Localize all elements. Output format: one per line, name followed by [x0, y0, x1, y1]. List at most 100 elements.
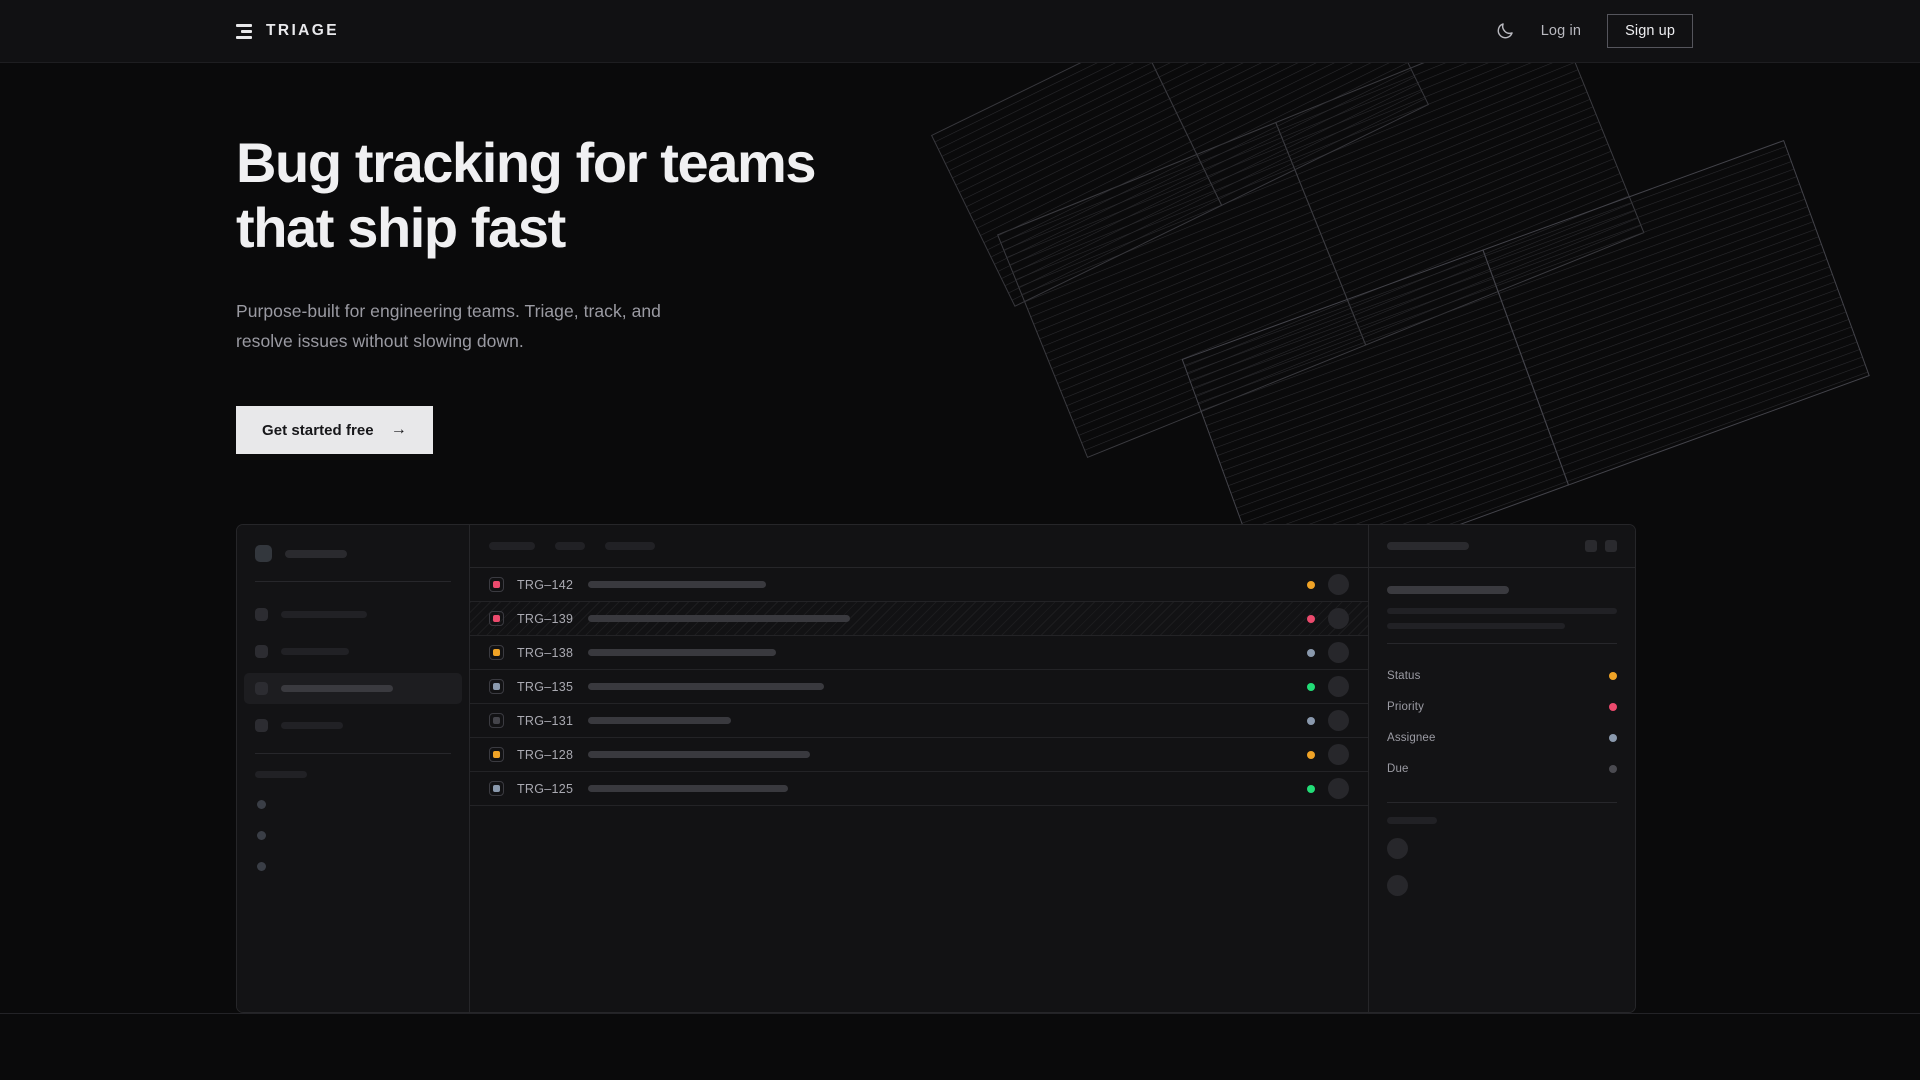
status-badge[interactable] — [1307, 580, 1315, 589]
moon-icon[interactable] — [1495, 21, 1515, 41]
mock-sidebar-item-icon — [255, 608, 268, 621]
avatar[interactable] — [1328, 744, 1349, 765]
issue-title-skeleton — [588, 717, 731, 724]
mock-detail-action-button-0[interactable] — [1585, 540, 1597, 552]
status-badge[interactable] — [1307, 750, 1315, 759]
mock-sidebar-nav — [244, 599, 462, 741]
avatar[interactable] — [1328, 676, 1349, 697]
priority-indicator[interactable] — [489, 645, 504, 660]
mock-detail-footer-avatars — [1387, 838, 1617, 896]
mock-detail-divider-1 — [1387, 643, 1617, 644]
issue-title-skeleton — [588, 649, 776, 656]
triage-logo-icon — [236, 23, 252, 39]
avatar[interactable] — [1328, 608, 1349, 629]
avatar[interactable] — [1328, 710, 1349, 731]
mock-detail-text-skeletons — [1387, 608, 1617, 629]
detail-meta-row[interactable]: Assignee — [1387, 722, 1617, 753]
priority-indicator[interactable] — [489, 747, 504, 762]
detail-meta-row[interactable]: Status — [1387, 660, 1617, 691]
priority-indicator[interactable] — [489, 679, 504, 694]
priority-indicator[interactable] — [489, 713, 504, 728]
status-badge[interactable] — [1307, 614, 1315, 623]
mock-sidebar-item-icon — [255, 682, 268, 695]
mock-sidebar-brand[interactable] — [255, 545, 451, 562]
mock-sidebar-item-label — [281, 611, 367, 618]
mock-sidebar-item-1[interactable] — [244, 636, 462, 667]
arrow-right-icon: → — [390, 421, 407, 439]
mock-toolbar-control-0[interactable] — [489, 542, 535, 550]
detail-meta-row[interactable]: Priority — [1387, 691, 1617, 722]
priority-indicator[interactable] — [489, 781, 504, 796]
issue-id: TRG–138 — [517, 645, 574, 660]
brand-name: TRIAGE — [266, 22, 339, 39]
avatar[interactable] — [1328, 778, 1349, 799]
table-row[interactable]: TRG–142 — [470, 568, 1368, 602]
row-meta — [1307, 778, 1368, 799]
detail-meta-row[interactable]: Due — [1387, 753, 1617, 784]
issue-id: TRG–128 — [517, 747, 574, 762]
mock-sidebar-sublist — [255, 800, 451, 871]
detail-meta-value-dot — [1609, 764, 1617, 773]
signup-button[interactable]: Sign up — [1607, 14, 1693, 48]
mock-detail-title-skeleton — [1387, 542, 1469, 550]
status-badge[interactable] — [1307, 716, 1315, 725]
issue-id: TRG–142 — [517, 577, 574, 592]
brand-logo[interactable]: TRIAGE — [236, 22, 339, 40]
table-row[interactable]: TRG–128 — [470, 738, 1368, 772]
hero-subtitle-line-1: Purpose-built for engineering teams. Tri… — [236, 300, 661, 321]
table-row[interactable]: TRG–139 — [470, 602, 1368, 636]
mock-detail-text-line-0 — [1387, 608, 1617, 614]
issue-id: TRG–135 — [517, 679, 574, 694]
page-title: Bug tracking for teams that ship fast — [236, 131, 956, 261]
mock-toolbar-control-1[interactable] — [555, 542, 585, 550]
issue-title-skeleton — [588, 581, 766, 588]
mock-toolbar-control-2[interactable] — [605, 542, 655, 550]
mock-sidebar-item-2[interactable] — [244, 673, 462, 704]
detail-meta-label: Due — [1387, 762, 1409, 775]
mock-sidebar-item-label — [281, 685, 393, 692]
row-meta — [1307, 608, 1368, 629]
hero-title-line-1: Bug tracking for teams — [236, 131, 817, 194]
mock-detail-avatar-1[interactable] — [1387, 875, 1408, 896]
mock-sidebar-subitem-0[interactable] — [257, 800, 266, 809]
priority-indicator[interactable] — [489, 577, 504, 592]
mock-sidebar-divider-top — [255, 581, 451, 582]
table-row[interactable]: TRG–135 — [470, 670, 1368, 704]
row-meta — [1307, 710, 1368, 731]
hero-subtitle: Purpose-built for engineering teams. Tri… — [236, 296, 716, 356]
mock-detail-avatar-0[interactable] — [1387, 838, 1408, 859]
status-badge[interactable] — [1307, 648, 1315, 657]
table-row[interactable]: TRG–131 — [470, 704, 1368, 738]
mock-sidebar — [237, 525, 470, 1012]
mock-workspace-icon — [255, 545, 272, 562]
status-badge[interactable] — [1307, 682, 1315, 691]
avatar[interactable] — [1328, 574, 1349, 595]
priority-indicator[interactable] — [489, 611, 504, 626]
issue-id: TRG–131 — [517, 713, 574, 728]
detail-meta-value-dot — [1609, 671, 1617, 680]
mock-sidebar-subitem-1[interactable] — [257, 831, 266, 840]
mock-sidebar-item-3[interactable] — [244, 710, 462, 741]
mock-sidebar-subitem-2[interactable] — [257, 862, 266, 871]
mock-detail-action-button-1[interactable] — [1605, 540, 1617, 552]
mock-sidebar-section-label — [255, 771, 307, 778]
status-badge[interactable] — [1307, 784, 1315, 793]
table-row[interactable]: TRG–125 — [470, 772, 1368, 806]
mock-sidebar-item-label — [281, 648, 349, 655]
table-row[interactable]: TRG–138 — [470, 636, 1368, 670]
mock-sidebar-item-0[interactable] — [244, 599, 462, 630]
top-navigation-bar: TRIAGE Log in Sign up — [0, 0, 1920, 63]
mock-toolbar — [470, 525, 1368, 568]
mock-detail-header — [1369, 525, 1635, 568]
issue-id: TRG–125 — [517, 781, 574, 796]
login-link[interactable]: Log in — [1540, 23, 1582, 39]
get-started-button[interactable]: Get started free → — [236, 406, 433, 455]
avatar[interactable] — [1328, 642, 1349, 663]
section-divider — [0, 1013, 1920, 1014]
row-meta — [1307, 574, 1368, 595]
mock-workspace-label-skeleton — [285, 549, 347, 558]
